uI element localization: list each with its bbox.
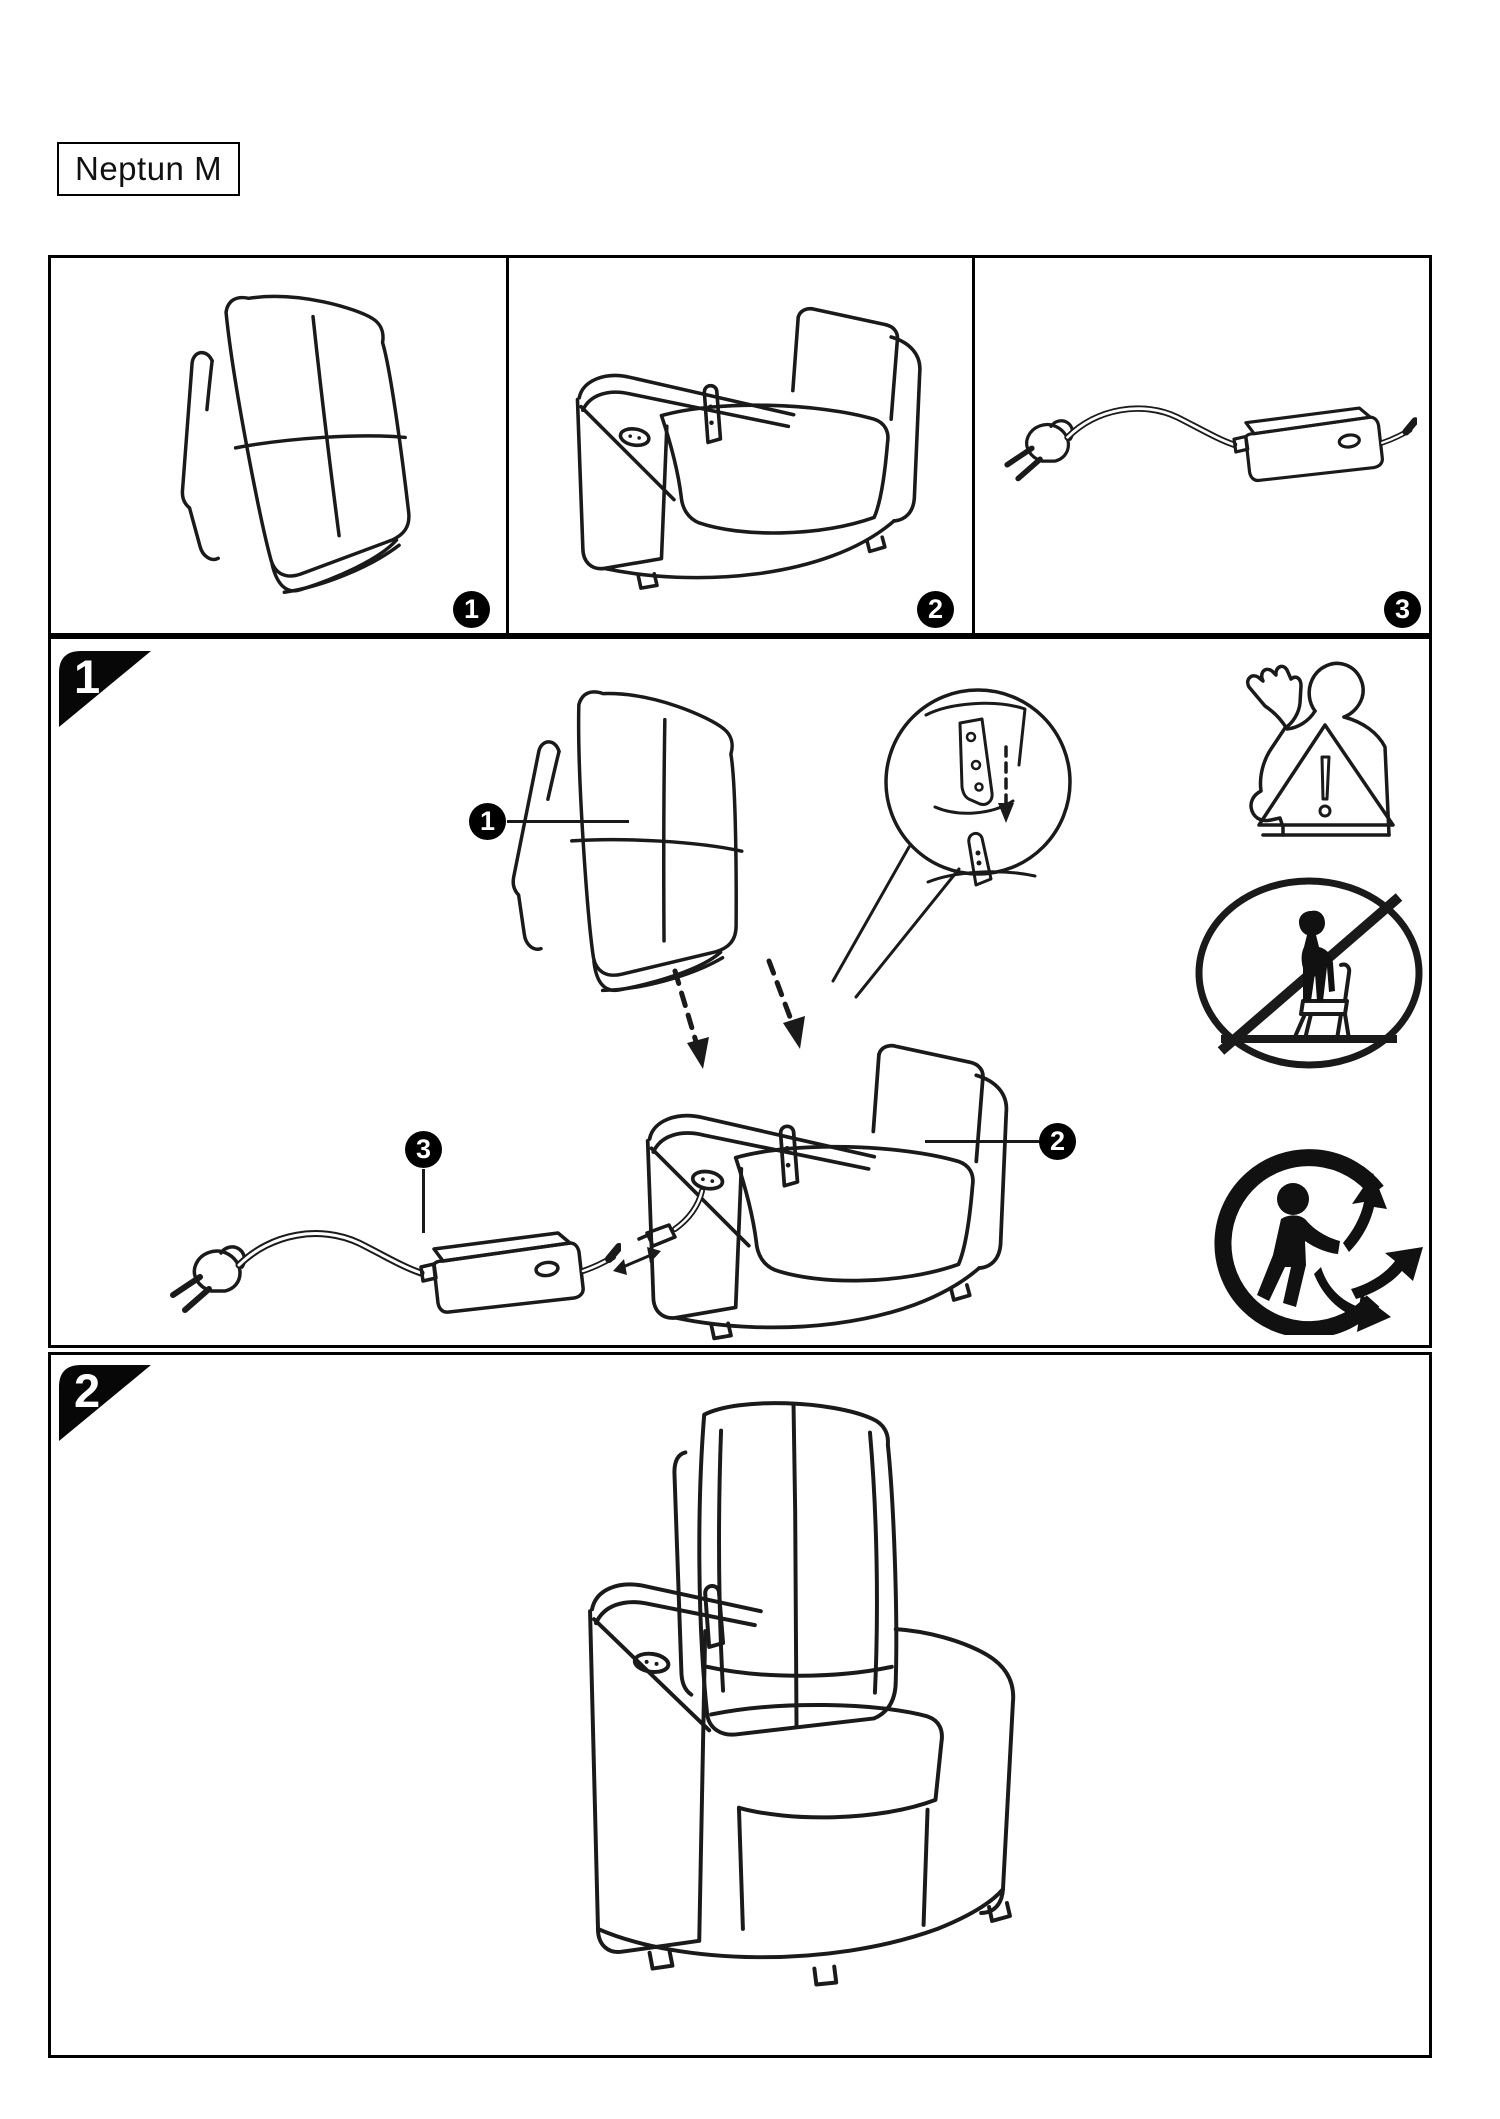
chair-base-drawing [575,306,922,590]
part-number-badge: 2 [917,591,954,628]
step-corner-shape [59,1365,151,1441]
step-corner-shape [59,651,151,727]
part-panel-backrest: 1 [51,258,509,633]
step-2-panel: 2 [48,1352,1432,2058]
label-badge-adapter: 3 [405,1131,442,1168]
leader-line [422,1169,425,1233]
model-label: Neptun M [75,150,223,187]
power-adapter-drawing [151,1188,705,1359]
bracket-detail-callout [831,688,1072,999]
triman-recycling-icon [1214,1149,1423,1335]
attention-warning-icon [1245,661,1395,837]
assembled-recliner-drawing [588,1401,1016,1987]
step-number-marker: 1 [57,649,153,729]
part-number-badge: 1 [453,591,490,628]
label-badge-chair-base: 2 [1039,1123,1076,1160]
leader-line [925,1140,1039,1143]
backrest-drawing [180,294,411,594]
part-number-badge: 3 [1384,591,1421,628]
step-number-marker: 2 [57,1363,153,1443]
step-number: 2 [74,1364,101,1417]
step-1-panel: 1 [48,636,1432,1348]
insert-direction-arrows [672,958,805,1069]
leader-line [507,820,629,823]
model-label-box: Neptun M [57,142,241,196]
power-adapter-drawing [987,346,1417,536]
part-panel-power-adapter: 3 [975,258,1429,633]
part-panel-chair-base: 2 [509,258,975,633]
do-not-stand-on-chair-icon [1195,877,1423,1069]
step-number: 1 [74,650,101,703]
label-badge-backrest: 1 [469,803,506,840]
parts-overview-row: 1 2 3 [48,255,1432,636]
